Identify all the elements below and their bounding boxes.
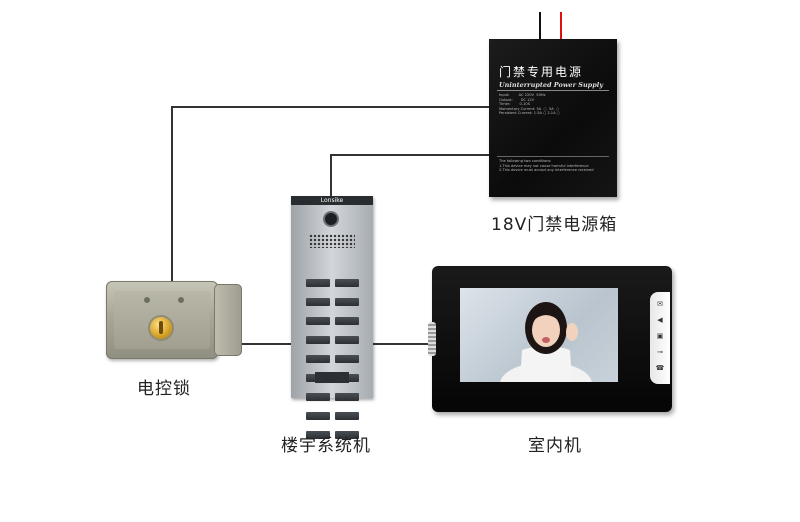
lock-body (106, 281, 218, 359)
card-reader (315, 372, 349, 383)
power-supply-title: 门禁专用电源 (499, 65, 584, 79)
panel-brand: Lonsike (320, 197, 344, 204)
door-panel-caption: 楼宇系统机 (281, 436, 371, 456)
speaker-grille (309, 234, 355, 248)
monitor-button-strip: ✉ ◀ ▣ ⊸ ☎ (650, 292, 670, 384)
monitor-speaker (428, 322, 436, 356)
power-supply-divider-2 (497, 156, 609, 157)
panel-keypad (303, 274, 361, 445)
keypad-button (306, 336, 330, 344)
keypad-button (306, 317, 330, 325)
screen-person-image (500, 302, 592, 382)
power-supply-specs: Input: AC 220V 50Hz Output: DC 12V Timer… (499, 93, 560, 115)
keypad-button (335, 431, 359, 439)
phone-icon[interactable]: ☎ (655, 364, 665, 372)
lock-screw (144, 297, 150, 303)
keypad-button (306, 393, 330, 401)
keypad-button (335, 298, 359, 306)
power-supply-conditions: The following two conditions: 1.This dev… (499, 159, 594, 172)
unlock-icon[interactable]: ⊸ (657, 348, 663, 356)
indoor-unit-caption: 室内机 (528, 436, 582, 456)
camera-icon (325, 213, 337, 225)
indoor-monitor: ✉ ◀ ▣ ⊸ ☎ (428, 266, 672, 412)
lock-latch (214, 284, 242, 356)
keypad-button (335, 393, 359, 401)
keypad-button (306, 412, 330, 420)
keypad-button (306, 355, 330, 363)
power-supply-divider (497, 90, 609, 91)
power-supply-box: 门禁专用电源 Uninterrupted Power Supply Input:… (489, 39, 617, 197)
wire-power-to-panel (330, 154, 489, 196)
monitor-icon[interactable]: ▣ (656, 332, 664, 340)
keypad-button (335, 355, 359, 363)
door-station-panel: Lonsike (291, 196, 373, 439)
keypad-button (306, 279, 330, 287)
electric-lock-caption: 电控锁 (137, 379, 191, 399)
keypad-button (306, 431, 330, 439)
keypad-button (335, 317, 359, 325)
mail-icon[interactable]: ✉ (657, 300, 663, 308)
keypad-button (335, 412, 359, 420)
power-supply-subtitle: Uninterrupted Power Supply (499, 81, 604, 89)
lock-screw (178, 297, 184, 303)
volume-icon[interactable]: ◀ (657, 316, 663, 324)
panel-header (291, 196, 373, 205)
keypad-button (335, 279, 359, 287)
keyhole-icon (150, 317, 172, 339)
wire-power-to-lock (171, 106, 489, 282)
power-box-caption: 18V门禁电源箱 (491, 215, 618, 235)
keypad-button (306, 298, 330, 306)
keypad-button (335, 336, 359, 344)
electric-lock (106, 281, 242, 359)
monitor-screen (460, 288, 618, 382)
